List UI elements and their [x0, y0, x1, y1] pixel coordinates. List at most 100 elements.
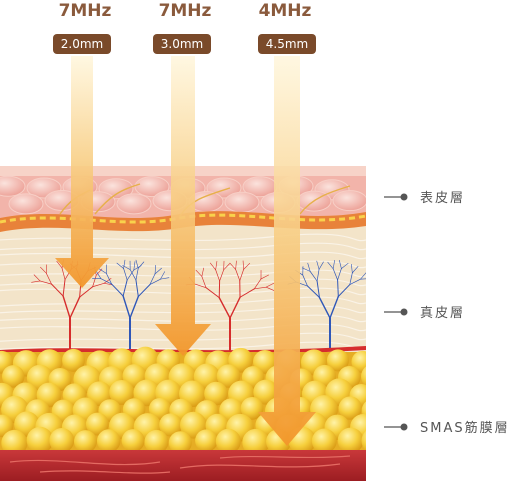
vessel-branch	[135, 268, 139, 281]
vessel-branch	[62, 295, 71, 319]
vessel-branch	[149, 278, 161, 285]
vessel-branch	[260, 274, 269, 280]
vessel-branch	[201, 267, 204, 277]
vessel-branch	[316, 260, 320, 270]
vessel-branch	[332, 260, 335, 270]
vessel-branch	[239, 288, 255, 298]
dermis-fiber	[0, 332, 366, 342]
fat-cell	[87, 381, 112, 407]
ultrasound-arrows	[55, 56, 316, 446]
vessel-branch	[302, 274, 308, 287]
fat-cell	[85, 412, 109, 436]
vessel-branch	[349, 278, 361, 285]
epidermis-cell	[134, 176, 170, 198]
fat-cell	[1, 365, 25, 388]
layer-label-epidermis: 表皮層	[420, 191, 465, 206]
vessel-branch	[154, 267, 162, 275]
vessel-branch	[243, 263, 251, 270]
vessel-branch	[123, 268, 128, 281]
fat-cell	[215, 428, 241, 454]
vessel-branch	[137, 284, 151, 298]
vessel-branch	[56, 260, 63, 269]
probe-2-depth-badge	[153, 34, 211, 54]
epidermis-cell	[8, 193, 44, 215]
vessel-branch	[223, 263, 230, 271]
vessel-branch	[349, 272, 353, 285]
epidermis-cell	[224, 191, 260, 213]
fat-cell	[168, 431, 192, 455]
vessel-branch	[329, 295, 340, 319]
fat-cells	[0, 346, 366, 457]
vessel-branch	[46, 273, 52, 285]
fat-cell	[148, 397, 171, 420]
fat-cell	[361, 430, 366, 451]
layer-labels: 表皮層 真皮層 SMAS筋膜層	[384, 191, 510, 436]
fat-cell	[133, 379, 161, 407]
vessel-branch	[33, 274, 41, 282]
fat-cell	[73, 430, 97, 453]
layer-label-smas: SMAS筋膜層	[420, 420, 510, 436]
fat-cell	[26, 426, 54, 454]
probe-3-depth: 4.5mm	[266, 37, 308, 51]
vessel-branch	[195, 269, 203, 277]
ultrasound-arrow-1	[55, 56, 109, 288]
vessel-branch	[210, 262, 216, 271]
fat-cell	[204, 381, 228, 406]
vessel-branch	[215, 269, 220, 282]
layer-label-dermis: 真皮層	[420, 306, 465, 321]
vessel-branch	[215, 260, 218, 271]
vessel-branch	[111, 283, 124, 297]
vessel-branch	[316, 280, 320, 298]
fat-cell	[49, 428, 75, 453]
ultrasound-arrow-3	[258, 56, 316, 446]
vessel-branch	[133, 261, 136, 271]
probe-1-depth: 2.0mm	[61, 37, 103, 51]
fat-cell	[62, 348, 85, 372]
dermis-fiber	[0, 314, 366, 323]
vessel-branch	[31, 280, 41, 283]
vessel-branch	[61, 267, 66, 280]
vessel-branch	[135, 259, 139, 269]
vessel-branch	[69, 296, 81, 319]
vessel-branch	[129, 295, 140, 319]
probe-2-depth: 3.0mm	[161, 37, 203, 51]
vessel-branch	[122, 265, 131, 270]
vessel-branch	[160, 277, 170, 280]
vessel-branch	[79, 286, 94, 298]
muscle-fibers	[9, 455, 351, 474]
muscle-layer	[0, 450, 366, 481]
vessel-branch	[122, 295, 131, 319]
artery-main	[0, 346, 366, 355]
vessel-branch	[351, 264, 353, 274]
dermis-fiber	[0, 305, 366, 314]
probe-2-frequency: 7MHz	[159, 1, 212, 21]
vessel-branch	[341, 263, 349, 269]
vessel-branch	[100, 278, 112, 285]
vessel-branch	[126, 269, 135, 281]
fat-cell	[159, 413, 183, 437]
epidermis-cell	[116, 193, 152, 215]
vessel-branch	[360, 278, 366, 280]
vessel-branch	[352, 266, 359, 274]
fat-cell	[253, 379, 279, 405]
fat-cell	[1, 429, 28, 457]
fat-cell	[326, 349, 349, 372]
probe-3-depth-badge	[258, 34, 316, 54]
vessel-branch	[307, 262, 311, 272]
epidermis-pointer-dot	[400, 193, 408, 201]
vessel-branch	[129, 269, 137, 281]
probe-1-depth-badge	[53, 34, 111, 54]
vessel-branch	[154, 264, 156, 275]
fat-cell	[240, 396, 264, 420]
vessel-branch	[92, 282, 105, 288]
fat-cell	[195, 429, 218, 452]
vessel-branch	[327, 261, 334, 270]
vessel-branch	[160, 271, 166, 280]
vessel-branch	[51, 283, 64, 297]
dermis-fiber	[0, 323, 366, 332]
fat-cell	[361, 366, 366, 387]
vessel-branch	[318, 296, 331, 319]
vessel-branch	[360, 272, 366, 280]
